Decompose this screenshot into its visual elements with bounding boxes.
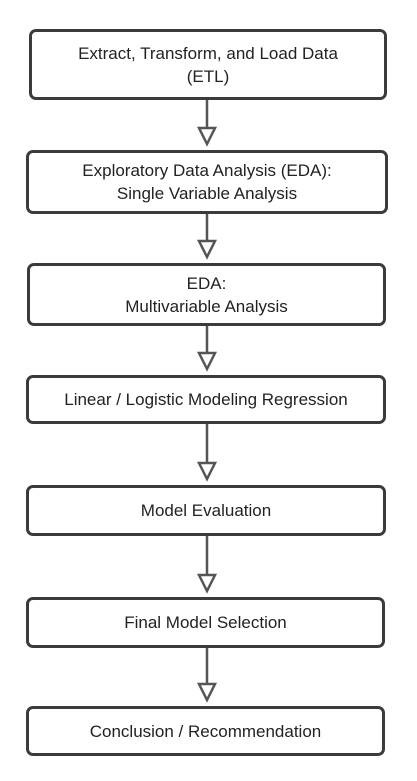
step-etl-label: Extract, Transform, and Load Data (ETL) xyxy=(78,43,338,86)
step-modeling-regression: Linear / Logistic Modeling Regression xyxy=(26,375,386,424)
step-eda-single-variable: Exploratory Data Analysis (EDA): Single … xyxy=(26,150,388,214)
step-etl: Extract, Transform, and Load Data (ETL) xyxy=(29,29,387,100)
step-model-evaluation-label: Model Evaluation xyxy=(140,501,272,520)
step-final-model-selection: Final Model Selection xyxy=(26,597,385,648)
step-conclusion-recommendation-label: Conclusion / Recommendation xyxy=(89,721,322,741)
arrow-eda-multi-to-modeling xyxy=(196,326,218,372)
arrow-evaluation-to-selection xyxy=(196,536,218,594)
step-final-model-selection-label: Final Model Selection xyxy=(124,613,287,632)
arrow-etl-to-eda-single xyxy=(196,100,218,147)
step-eda-single-variable-label: Exploratory Data Analysis (EDA): Single … xyxy=(82,161,332,203)
step-eda-multivariable: EDA: Multivariable Analysis xyxy=(27,263,386,326)
arrow-selection-to-conclusion xyxy=(196,648,218,703)
step-conclusion-recommendation: Conclusion / Recommendation xyxy=(26,706,385,756)
arrow-eda-single-to-eda-multi xyxy=(196,214,218,260)
step-eda-multivariable-label: EDA: Multivariable Analysis xyxy=(125,273,288,316)
arrow-modeling-to-evaluation xyxy=(196,424,218,482)
step-model-evaluation: Model Evaluation xyxy=(26,485,386,536)
step-modeling-regression-label: Linear / Logistic Modeling Regression xyxy=(64,390,348,409)
